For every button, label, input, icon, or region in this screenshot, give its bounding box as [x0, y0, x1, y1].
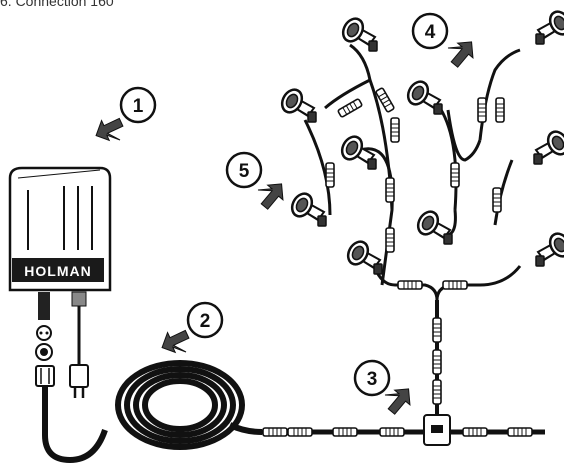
callout-label: 5: [239, 161, 250, 182]
lamp-tree: [303, 43, 522, 301]
callout-2: 2: [161, 301, 224, 357]
callout-label: 4: [425, 22, 436, 43]
callout-5: 5: [225, 151, 285, 211]
callout-label: 1: [133, 96, 144, 117]
brand-label: HOLMAN: [24, 263, 91, 279]
brand-plate: [12, 258, 104, 282]
cable-coil: [42, 360, 263, 464]
callout-3: 3: [353, 359, 412, 416]
t-junction: [423, 300, 451, 446]
callout-label: 3: [367, 369, 378, 390]
spotlights: [276, 6, 564, 276]
transformer-unit: HOLMAN: [8, 166, 112, 398]
callout-label: 2: [200, 311, 211, 332]
callout-1: 1: [95, 86, 157, 145]
callout-4: 4: [411, 12, 475, 69]
top-caption: 6. Connection 160: [0, 0, 114, 9]
main-cable: [262, 427, 545, 437]
